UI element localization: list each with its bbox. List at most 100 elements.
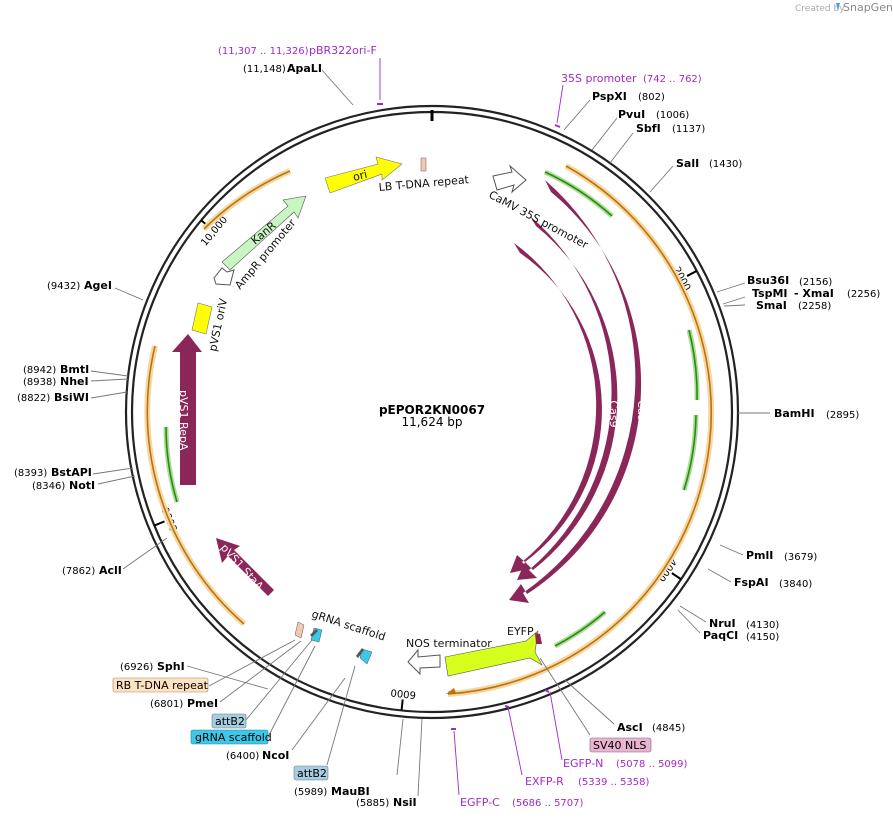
primer-egfp-n-name: EGFP-N bbox=[563, 757, 603, 770]
site-acli-name: AclI bbox=[99, 564, 122, 577]
leader-35s bbox=[556, 84, 564, 124]
site-paqci-pos: (4150) bbox=[746, 632, 779, 643]
site-pmli-name: PmlI bbox=[746, 549, 773, 562]
leader-egfp-c bbox=[453, 730, 460, 796]
leader-smai bbox=[723, 304, 746, 307]
cas9-inner bbox=[510, 243, 602, 573]
site-xmai-pos: (2256) bbox=[847, 289, 880, 300]
leader-fspai bbox=[707, 568, 732, 583]
leader-grna-tag bbox=[267, 645, 316, 738]
snapgene-logo-icon bbox=[836, 3, 840, 11]
site-agei-name: AgeI bbox=[84, 279, 112, 292]
site-bmti-pos: (8942) bbox=[23, 365, 56, 376]
primer-marks bbox=[377, 103, 561, 730]
primer-egfp-n-pos: (5078 .. 5099) bbox=[616, 759, 688, 770]
site-pmei-pos: (6801) bbox=[150, 699, 183, 710]
tick-mark bbox=[153, 520, 165, 527]
grna-scaffold-label: gRNA scaffold bbox=[310, 607, 387, 643]
attb2-mark-1 bbox=[310, 629, 318, 637]
leader-maubi bbox=[396, 718, 404, 776]
tag-attb2-top: attB2 bbox=[215, 715, 245, 728]
pvs1-staa-arrow bbox=[216, 538, 274, 596]
primer-35s-pos: (742 .. 762) bbox=[643, 74, 702, 85]
leader-paqci bbox=[677, 609, 701, 634]
ampr-promoter-arrow bbox=[213, 267, 235, 286]
pvs1-repa-label: pVS1 RepA bbox=[177, 390, 190, 451]
green-arc-1-line bbox=[544, 171, 613, 217]
leader-attb2-bottom bbox=[326, 665, 356, 766]
tick-label: 6000 bbox=[390, 686, 416, 700]
green-arc-2-line bbox=[688, 329, 698, 401]
tag-rb-tdna-box bbox=[112, 677, 209, 693]
site-pmei-name: PmeI bbox=[187, 697, 218, 710]
primer-35s-name: 35S promoter bbox=[561, 72, 637, 85]
cas9-middle bbox=[517, 216, 618, 580]
site-bmti-name: BmtI bbox=[60, 363, 89, 376]
leader-nhei bbox=[90, 378, 129, 382]
site-apali-name: ApaLI bbox=[287, 62, 322, 75]
leader-rb bbox=[208, 639, 296, 687]
leader-bsiwi bbox=[90, 391, 128, 399]
restriction-sites: (11,148) ApaLI PspXI (802) PvuI (1006) S… bbox=[14, 62, 880, 809]
site-maubi-pos: (5989) bbox=[294, 787, 327, 798]
sv40-nls-block bbox=[535, 633, 542, 644]
camv-35s-label: CaMV 35S promoter bbox=[487, 188, 591, 252]
primer-pbr322-pos: (11,307 .. 11,326) bbox=[218, 46, 309, 57]
site-smai-pos: (2258) bbox=[798, 301, 831, 312]
leader-bstapi bbox=[92, 467, 134, 475]
camv-35s-arrow bbox=[492, 164, 527, 194]
tick-mark bbox=[400, 699, 404, 711]
leader-agei bbox=[114, 287, 144, 301]
site-noti-pos: (8346) bbox=[32, 481, 65, 492]
site-bsu36i-name: Bsu36I bbox=[747, 274, 789, 287]
primer-exfp-r-pos: (5339 .. 5358) bbox=[578, 777, 650, 788]
site-fspai-name: FspAI bbox=[734, 576, 769, 589]
pvs1-repa-arrow bbox=[172, 334, 202, 485]
site-noti-name: NotI bbox=[69, 479, 95, 492]
site-nrui-pos: (4130) bbox=[746, 620, 779, 631]
plasmid-name: pEPOR2KN0067 bbox=[379, 403, 485, 417]
primer-exfp-r-name: EXFP-R bbox=[525, 775, 564, 788]
leader-pmei bbox=[219, 640, 302, 703]
cas9-outer bbox=[509, 180, 642, 603]
cas9-arcs: Cas9 Cas9 Cas9 bbox=[509, 180, 689, 603]
leader-pmli bbox=[719, 544, 744, 556]
orf-arc-right-line bbox=[447, 165, 712, 695]
leader-nsii bbox=[417, 718, 423, 797]
plasmid-length: 11,624 bp bbox=[401, 415, 462, 429]
site-bstapi-name: BstAPI bbox=[51, 466, 92, 479]
leader-acli bbox=[122, 537, 168, 570]
leader-apali bbox=[321, 69, 354, 106]
site-agei-pos: (9432) bbox=[47, 281, 80, 292]
site-asci-pos: (4845) bbox=[652, 723, 685, 734]
site-sphi-name: SphI bbox=[157, 660, 185, 673]
site-ncoi-pos: (6400) bbox=[226, 751, 259, 762]
leader-sphi bbox=[186, 665, 269, 690]
site-sphi-pos: (6926) bbox=[120, 662, 153, 673]
leader-pspxi bbox=[563, 99, 591, 131]
leader-nrui bbox=[679, 605, 707, 623]
cas9-label-1: Cas9 bbox=[676, 414, 689, 441]
site-pvui-pos: (1006) bbox=[656, 110, 689, 121]
tick-mark bbox=[686, 270, 698, 277]
pvs1-oriv-label: pVS1 oriV bbox=[206, 297, 230, 353]
leader-exfp-r bbox=[507, 706, 523, 776]
leader-sv40 bbox=[539, 657, 591, 736]
orf-arc-right-head bbox=[446, 688, 456, 694]
eyfp-arrow bbox=[444, 630, 543, 677]
tag-grna-scaffold: gRNA scaffold bbox=[195, 731, 272, 744]
cas9-label-2: Cas9 bbox=[635, 400, 648, 427]
primer-labels: (11,307 .. 11,326) pBR322ori-F 35S promo… bbox=[218, 44, 702, 809]
attb2-mark-2 bbox=[356, 648, 364, 658]
egfp-n-mark bbox=[544, 689, 550, 693]
primer-egfp-c-name: EGFP-C bbox=[460, 796, 500, 809]
ori-arrow bbox=[324, 156, 403, 194]
green-arc-3-line bbox=[683, 414, 697, 491]
tick-mark bbox=[671, 572, 682, 581]
snapgene-logo bbox=[836, 3, 840, 11]
feature-tags: SV40 NLS RB T-DNA repeat attB2 gRNA scaf… bbox=[112, 677, 652, 781]
leader-sbfi bbox=[609, 132, 634, 164]
ori-label: ori bbox=[352, 168, 369, 184]
tag-sv40-nls-box bbox=[589, 737, 652, 753]
